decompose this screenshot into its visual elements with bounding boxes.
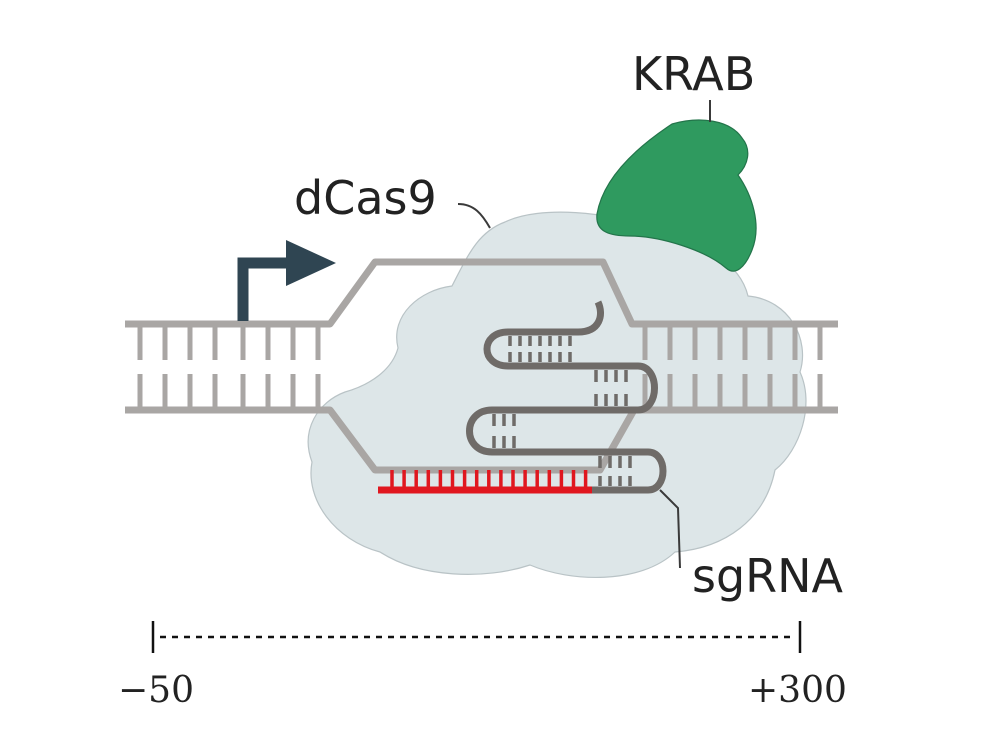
transcription-start-arrow-icon [237, 257, 292, 321]
sgrna-hairpin-base-pairs [492, 336, 632, 486]
dcas9-label: dCas9 [294, 171, 437, 225]
dna-top-strand [125, 258, 838, 328]
scale-end-label: +300 [748, 670, 847, 711]
sgrna-label: sgRNA [692, 549, 844, 603]
dcas9-leader-line [457, 203, 491, 229]
krab-label: KRAB [632, 47, 755, 101]
sgrna-leader-line [659, 489, 681, 569]
krab-domain-shape [596, 119, 757, 272]
scale-start-label: −50 [118, 670, 194, 711]
dcas9-protein-shape [307, 211, 807, 579]
sgrna-scaffold-strand [466, 300, 667, 494]
dna-base-pairs [137, 324, 823, 410]
transcription-start-arrowhead-icon [286, 240, 336, 286]
